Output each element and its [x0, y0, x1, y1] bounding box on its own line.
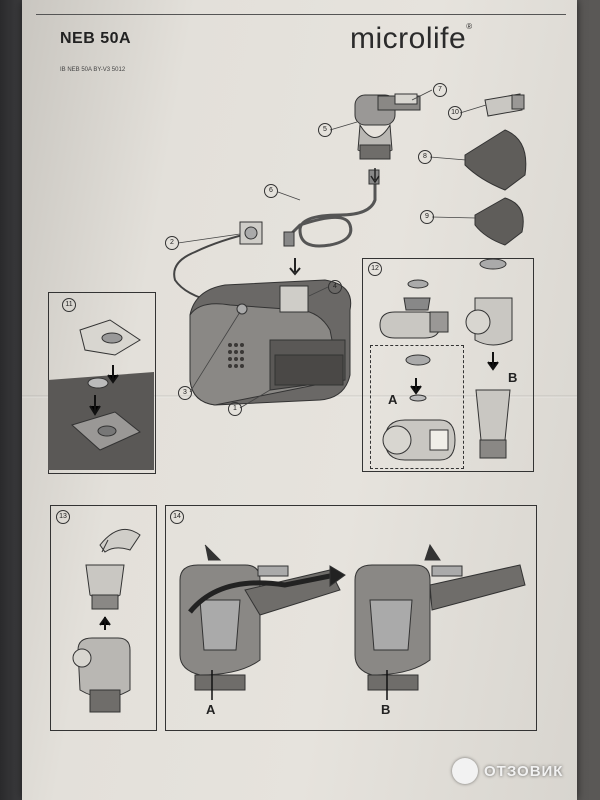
- otzovik-logo-icon: [452, 758, 478, 784]
- panel-13-number: 13: [56, 510, 70, 524]
- panel-11-diagram: [48, 319, 154, 470]
- parts-diagram: [173, 93, 527, 406]
- panel-12-label-a: A: [388, 392, 398, 407]
- brand-text: microlife: [350, 22, 467, 55]
- panel-14-label-b: B: [381, 702, 391, 717]
- brand-logo: microlife®: [350, 22, 473, 56]
- document-id: IB NEB 50A BY-V3 5012: [60, 67, 126, 73]
- panel-12-label-b: B: [508, 370, 518, 385]
- adult-mask: [464, 129, 527, 191]
- panel-12-diagram: [379, 258, 513, 461]
- mouthpiece: [484, 93, 525, 117]
- panel-11-number: 11: [62, 298, 76, 312]
- panel-14-label-a: A: [206, 702, 216, 717]
- power-cord: [173, 221, 263, 303]
- compressor-unit: [189, 258, 352, 406]
- callout-9: 9: [420, 210, 434, 224]
- callout-10: 10: [448, 106, 462, 120]
- callout-6: 6: [264, 184, 278, 198]
- registered-mark: ®: [466, 22, 473, 31]
- callout-7: 7: [433, 83, 447, 97]
- panel-12-number: 12: [368, 262, 382, 276]
- model-name: NEB 50A: [60, 30, 132, 47]
- child-mask: [474, 197, 524, 246]
- callout-4: 4: [328, 280, 342, 294]
- panel-12: [362, 258, 534, 472]
- callout-8: 8: [418, 150, 432, 164]
- callout-2: 2: [165, 236, 179, 250]
- header-rule: [36, 14, 566, 15]
- nebulizer-cup: [354, 93, 421, 160]
- panel-12-detail-box: [370, 345, 464, 469]
- callout-3: 3: [178, 386, 192, 400]
- callout-5: 5: [318, 123, 332, 137]
- panel-13: [50, 505, 157, 731]
- watermark: ОТЗОВИК: [452, 758, 563, 784]
- panel-14-number: 14: [170, 510, 184, 524]
- callout-1: 1: [228, 402, 242, 416]
- air-tube: [283, 169, 380, 248]
- panel-14: [165, 505, 537, 731]
- watermark-text: ОТЗОВИК: [484, 762, 564, 780]
